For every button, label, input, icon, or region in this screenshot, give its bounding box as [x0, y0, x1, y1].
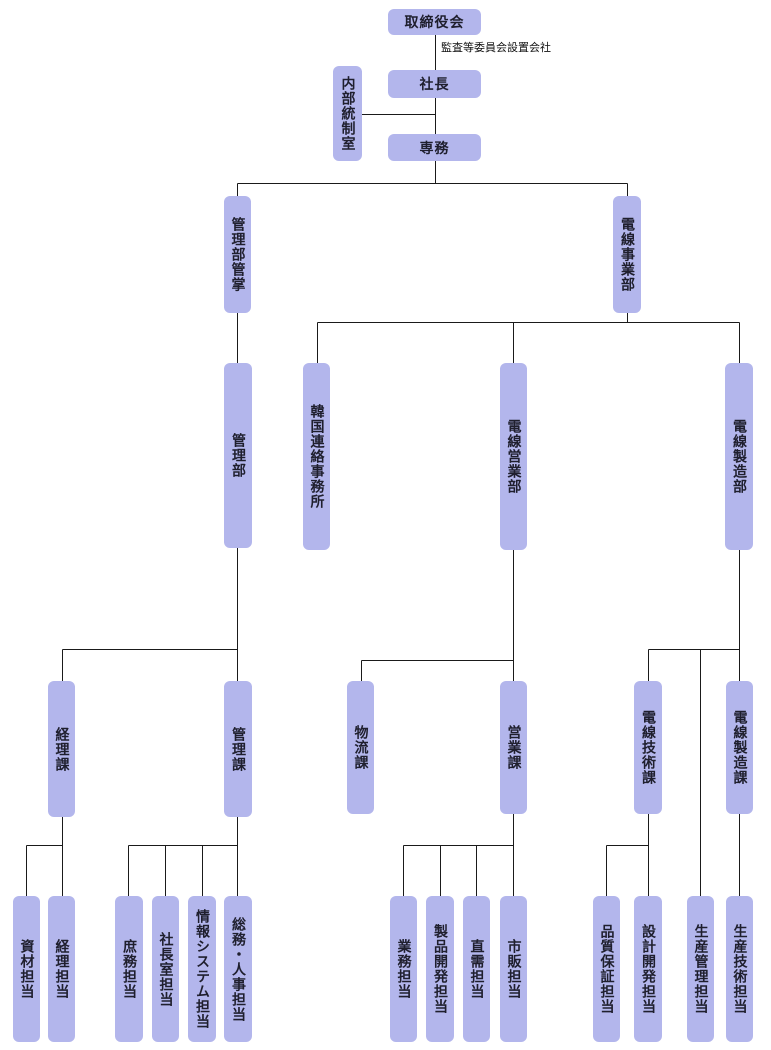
president-box: 社長 [388, 70, 481, 98]
retail-staff-label: 市販担当 [505, 939, 522, 999]
admin-section-label: 管理課 [230, 726, 247, 772]
design-development-staff-label: 設計開発担当 [640, 924, 657, 1014]
wire-technology-section-label: 電線技術課 [640, 710, 657, 785]
accounting-staff-label: 経理担当 [53, 939, 70, 999]
production-technology-staff-box: 生産技術担当 [726, 896, 753, 1042]
wire-manufacturing-section-box: 電線製造課 [726, 681, 753, 814]
direct-demand-staff-box: 直需担当 [463, 896, 490, 1042]
quality-assurance-staff-box: 品質保証担当 [593, 896, 620, 1042]
quality-assurance-staff-label: 品質保証担当 [598, 924, 615, 1014]
wire-manufacturing-department-label: 電線製造部 [731, 419, 748, 494]
general-affairs-staff-box: 庶務担当 [115, 896, 143, 1042]
wire-technology-section-box: 電線技術課 [634, 681, 662, 814]
admin-department-box: 管理部 [224, 363, 252, 548]
general-affairs-hr-staff-label: 総務・人事担当 [230, 916, 247, 1022]
admin-division-label: 管理部管掌 [229, 217, 246, 292]
korea-liaison-office-box: 韓国連絡事務所 [303, 363, 330, 550]
accounting-section-box: 経理課 [48, 681, 75, 817]
general-affairs-hr-staff-box: 総務・人事担当 [224, 896, 252, 1042]
logistics-section-label: 物流課 [352, 725, 369, 770]
senior-managing-director-box: 専務 [388, 134, 481, 161]
wire-manufacturing-department-box: 電線製造部 [725, 363, 753, 550]
admin-department-label: 管理部 [230, 433, 247, 478]
retail-staff-box: 市販担当 [500, 896, 527, 1042]
wire-business-division-box: 電線事業部 [613, 196, 641, 313]
wire-sales-department-label: 電線営業部 [505, 419, 522, 494]
logistics-section-box: 物流課 [347, 681, 374, 814]
product-development-staff-label: 製品開発担当 [432, 924, 449, 1014]
president-office-staff-box: 社長室担当 [152, 896, 179, 1042]
board-of-directors-label: 取締役会 [404, 15, 465, 31]
sales-section-label: 営業課 [505, 725, 522, 770]
president-office-staff-label: 社長室担当 [157, 931, 174, 1007]
general-affairs-staff-label: 庶務担当 [121, 939, 138, 999]
wire-sales-department-box: 電線営業部 [500, 363, 527, 550]
sales-section-box: 営業課 [500, 681, 527, 814]
accounting-staff-box: 経理担当 [48, 896, 75, 1042]
production-technology-staff-label: 生産技術担当 [731, 924, 748, 1014]
board-of-directors-box: 取締役会 [388, 9, 481, 35]
wire-business-division-label: 電線事業部 [619, 217, 636, 292]
internal-control-office-label: 内部統制室 [339, 76, 356, 151]
direct-demand-staff-label: 直需担当 [468, 939, 485, 999]
board-note: 監査等委員会設置会社 [441, 41, 551, 54]
business-staff-box: 業務担当 [390, 896, 417, 1042]
production-management-staff-box: 生産管理担当 [687, 896, 714, 1042]
materials-staff-box: 資材担当 [13, 896, 40, 1042]
product-development-staff-box: 製品開発担当 [426, 896, 454, 1042]
information-system-staff-box: 情報システム担当 [188, 896, 216, 1042]
business-staff-label: 業務担当 [395, 939, 412, 999]
president-label: 社長 [419, 77, 450, 93]
design-development-staff-box: 設計開発担当 [634, 896, 662, 1042]
wire-manufacturing-section-label: 電線製造課 [731, 710, 748, 785]
production-management-staff-label: 生産管理担当 [692, 924, 709, 1014]
korea-liaison-office-label: 韓国連絡事務所 [308, 404, 325, 509]
materials-staff-label: 資材担当 [18, 939, 35, 999]
admin-section-box: 管理課 [224, 681, 252, 817]
admin-division-box: 管理部管掌 [224, 196, 251, 313]
internal-control-office-box: 内部統制室 [333, 66, 362, 161]
information-system-staff-label: 情報システム担当 [194, 909, 211, 1029]
senior-managing-director-label: 専務 [419, 140, 450, 157]
accounting-section-label: 経理課 [53, 726, 70, 772]
